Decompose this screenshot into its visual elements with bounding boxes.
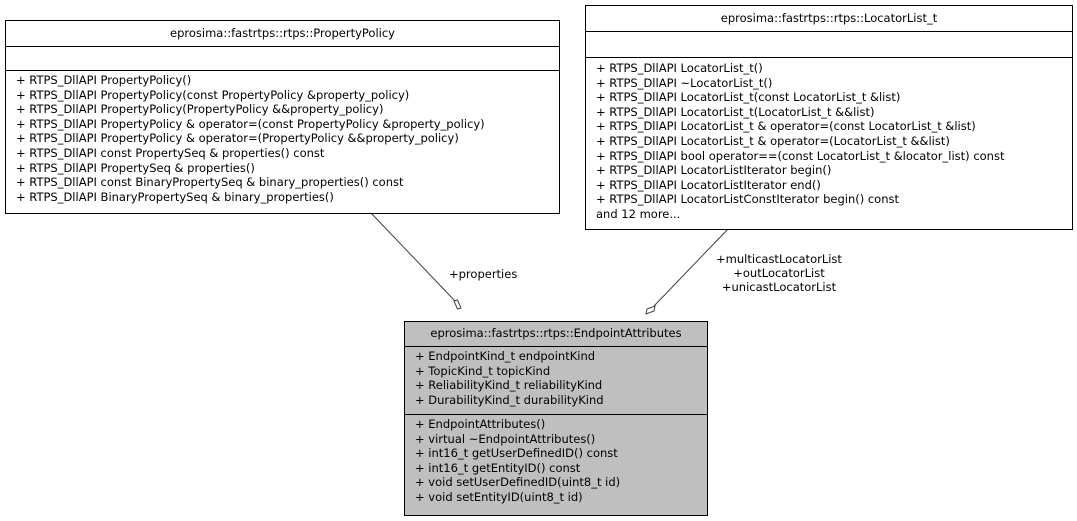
- method-line: + void setUserDefinedID(uint8_t id): [415, 475, 621, 490]
- method-line: + RTPS_DllAPI LocatorList_t & operator=(…: [596, 119, 976, 134]
- attribute-line: + TopicKind_t topicKind: [415, 363, 551, 378]
- locator-list-methods: + RTPS_DllAPI LocatorList_t() + RTPS_Dll…: [586, 57, 1072, 222]
- method-line: + RTPS_DllAPI ~LocatorList_t(): [596, 75, 773, 90]
- method-line: + RTPS_DllAPI PropertyPolicy(): [16, 73, 192, 87]
- endpoint-attributes-methods: + EndpointAttributes() + virtual ~Endpoi…: [405, 414, 707, 505]
- method-line: + RTPS_DllAPI LocatorList_t & operator=(…: [596, 133, 950, 148]
- method-line: + RTPS_DllAPI PropertyPolicy(const Prope…: [16, 87, 410, 102]
- property-policy-attributes: [6, 46, 559, 70]
- edge-locator-lists: [653, 228, 729, 307]
- method-line: + RTPS_DllAPI LocatorList_t(LocatorList_…: [596, 104, 875, 119]
- attribute-line: + DurabilityKind_t durabilityKind: [415, 392, 604, 407]
- method-line: + RTPS_DllAPI PropertyPolicy(PropertyPol…: [16, 102, 384, 117]
- edge-label-out: +outLocatorList: [733, 266, 825, 280]
- edge-label-unicast: +unicastLocatorList: [721, 280, 837, 294]
- property-policy-class[interactable]: eprosima::fastrtps::rtps::PropertyPolicy…: [5, 20, 560, 214]
- edge-label-properties: +properties: [449, 267, 518, 281]
- diamond-properties-icon: [453, 299, 462, 310]
- method-line: + int16_t getEntityID() const: [415, 460, 581, 475]
- method-line: + RTPS_DllAPI LocatorList_t(const Locato…: [596, 90, 901, 105]
- method-line: + virtual ~EndpointAttributes(): [415, 431, 596, 446]
- locator-list-title: eprosima::fastrtps::rtps::LocatorList_t: [720, 11, 938, 25]
- method-line: + RTPS_DllAPI PropertyPolicy & operator=…: [16, 131, 459, 146]
- endpoint-attributes-attributes: + EndpointKind_t endpointKind + TopicKin…: [405, 346, 707, 414]
- method-line: + RTPS_DllAPI bool operator==(const Loca…: [596, 148, 1005, 163]
- method-line: + int16_t getUserDefinedID() const: [415, 446, 618, 461]
- attribute-line: + EndpointKind_t endpointKind: [415, 349, 596, 363]
- property-policy-methods: + RTPS_DllAPI PropertyPolicy() + RTPS_Dl…: [6, 70, 559, 204]
- edge-label-locators: +multicastLocatorList +outLocatorList +u…: [704, 252, 854, 294]
- method-line: + RTPS_DllAPI LocatorListIterator begin(…: [596, 163, 832, 178]
- edge-label-multicast: +multicastLocatorList: [716, 252, 842, 266]
- edge-properties: [370, 212, 456, 302]
- method-line: + RTPS_DllAPI const PropertySeq & proper…: [16, 145, 325, 160]
- endpoint-attributes-class[interactable]: eprosima::fastrtps::rtps::EndpointAttrib…: [404, 321, 708, 516]
- locator-list-attributes: [586, 31, 1072, 57]
- method-line: + RTPS_DllAPI PropertyPolicy & operator=…: [16, 116, 485, 131]
- method-line: + RTPS_DllAPI PropertySeq & properties(): [16, 160, 255, 175]
- diamond-locator-icon: [645, 305, 656, 315]
- method-line: + RTPS_DllAPI BinaryPropertySeq & binary…: [16, 189, 334, 204]
- endpoint-attributes-title: eprosima::fastrtps::rtps::EndpointAttrib…: [430, 326, 682, 340]
- locator-list-class[interactable]: eprosima::fastrtps::rtps::LocatorList_t …: [585, 5, 1073, 230]
- more-methods-note: and 12 more...: [596, 206, 681, 221]
- attribute-line: + ReliabilityKind_t reliabilityKind: [415, 378, 603, 393]
- method-line: + RTPS_DllAPI LocatorListIterator end(): [596, 177, 821, 192]
- property-policy-title: eprosima::fastrtps::rtps::PropertyPolicy: [170, 26, 395, 40]
- method-line: + EndpointAttributes(): [415, 417, 546, 431]
- method-line: + void setEntityID(uint8_t id): [415, 489, 583, 504]
- method-line: + RTPS_DllAPI LocatorListConstIterator b…: [596, 192, 900, 207]
- method-line: + RTPS_DllAPI const BinaryPropertySeq & …: [16, 175, 404, 190]
- method-line: + RTPS_DllAPI LocatorList_t(): [596, 61, 763, 75]
